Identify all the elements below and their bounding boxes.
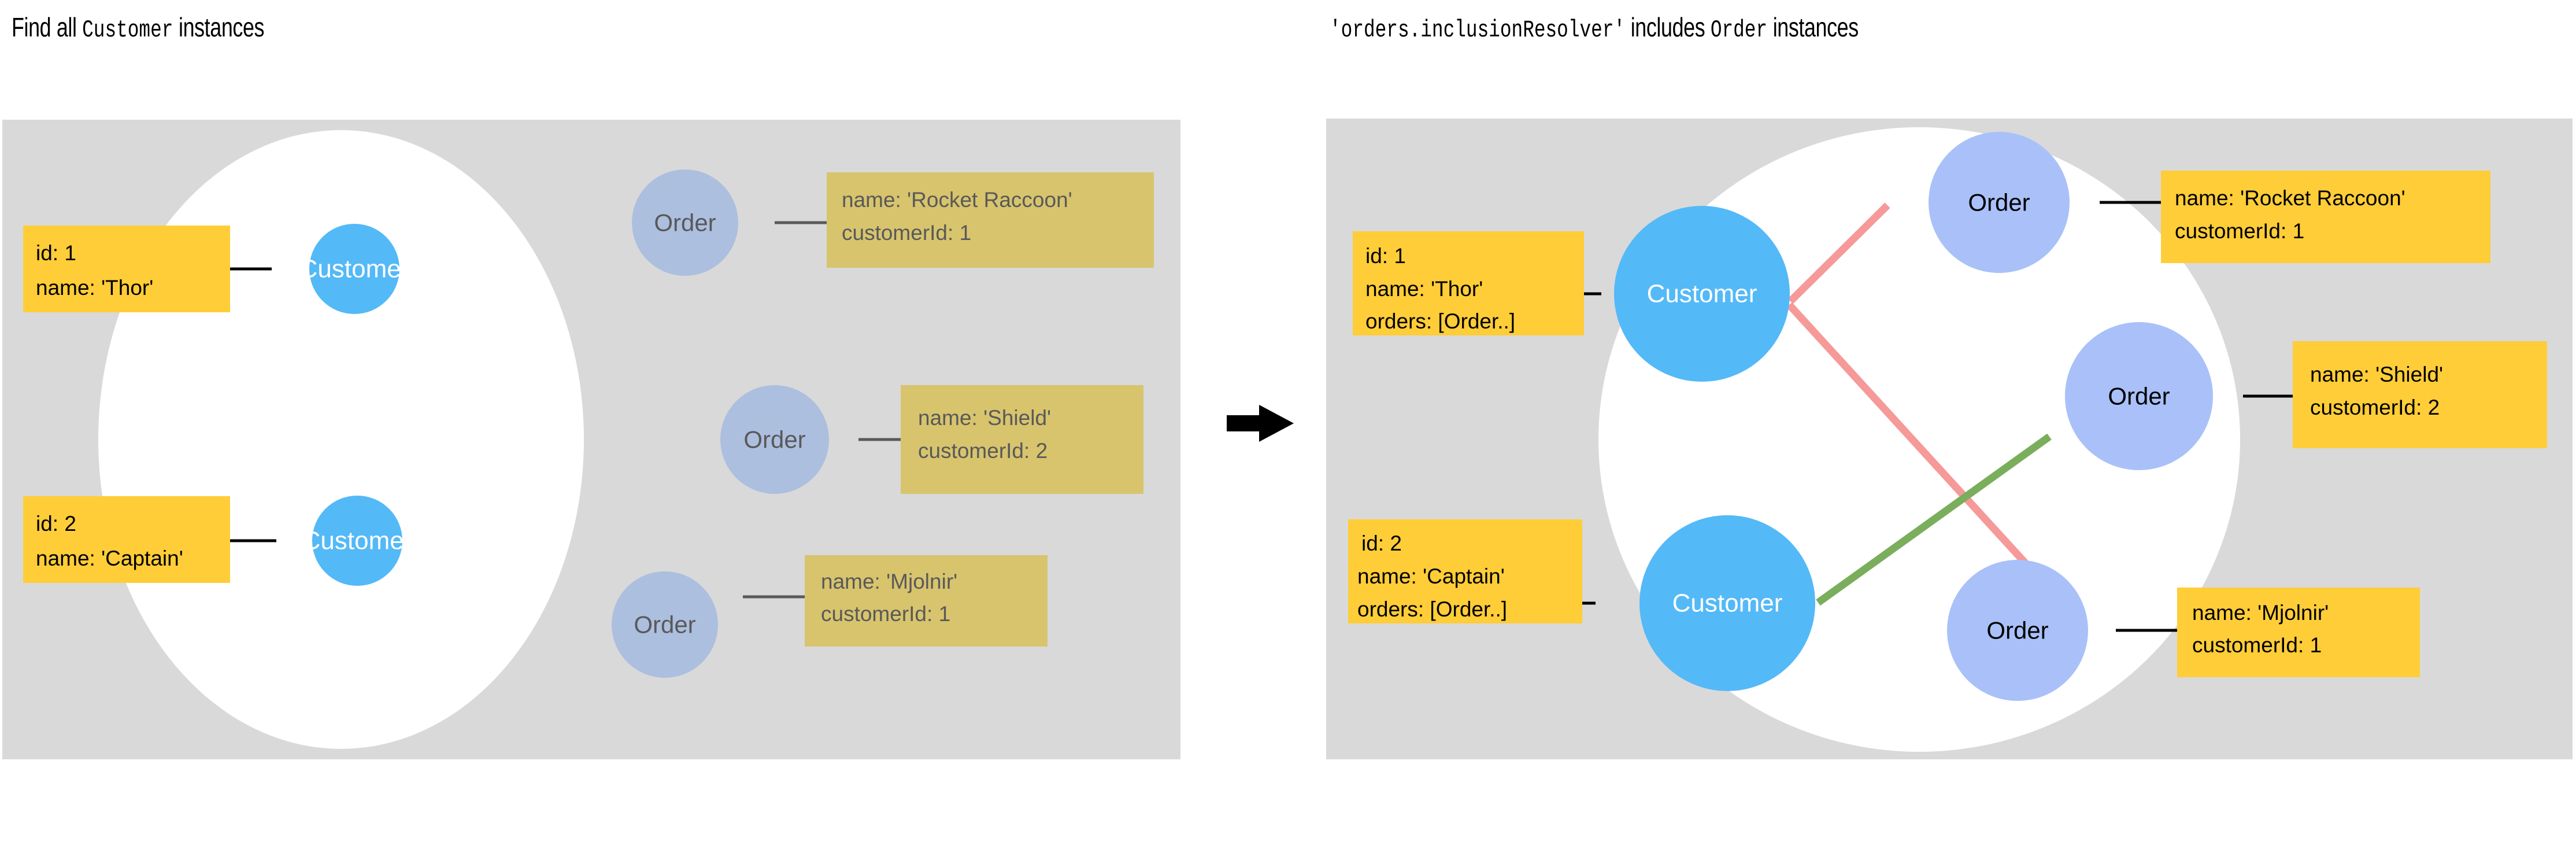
left-title-code: Customer: [82, 16, 173, 44]
right-order-box-2[interactable]: [2293, 341, 2547, 448]
relation-thor-to-rocket-raccoon: [1787, 202, 1890, 304]
right-customer-circle-label-2: Customer: [1672, 589, 1783, 618]
right-customer-box-1[interactable]: [1353, 231, 1584, 335]
left-order-box-1-line-1: name: 'Rocket Raccoon': [842, 188, 1072, 212]
right-customer-circle-1[interactable]: [1614, 206, 1790, 382]
right-order-box-3-line-1: name: 'Mjolnir': [2192, 601, 2329, 625]
right-customer-box-1-line-1: id: 1: [1365, 244, 1406, 268]
left-order-box-2-line-1: name: 'Shield': [918, 406, 1051, 430]
left-order-box-2-line-2: customerId: 2: [918, 439, 1048, 463]
right-order-box-2-line-1: name: 'Shield': [2310, 363, 2443, 386]
right-order-box-3-line-2: customerId: 1: [2192, 633, 2322, 657]
left-order-circle-label-3: Order: [634, 611, 695, 638]
left-customer-box-2-line-2: name: 'Captain': [36, 546, 183, 570]
left-order-box-3-line-1: name: 'Mjolnir': [821, 570, 957, 593]
left-customer-box-2[interactable]: [23, 496, 230, 583]
right-customer-box-2-line-1: id: 2: [1361, 531, 1402, 555]
right-title-code-1: 'orders.inclusionResolver': [1330, 16, 1626, 44]
right-customer-box-1-line-2: name: 'Thor': [1365, 277, 1483, 301]
right-order-circle-label-3: Order: [1986, 617, 2048, 644]
relation-captain-to-shield: [1816, 433, 2052, 606]
left-customer-circle-2[interactable]: [312, 496, 402, 586]
right-customer-box-1-line-3: orders: [Order..]: [1365, 309, 1515, 333]
left-order-box-3-line-2: customerId: 1: [821, 602, 950, 626]
right-order-circle-2[interactable]: [2065, 322, 2213, 470]
right-order-box-1-line-1: name: 'Rocket Raccoon': [2175, 186, 2405, 210]
right-customer-box-2[interactable]: [1348, 519, 1582, 623]
left-order-circle-3[interactable]: [612, 571, 718, 678]
left-customer-circle-label-1: Customer: [299, 255, 410, 283]
left-customer-circle-1[interactable]: [309, 224, 399, 314]
left-order-circle-label-2: Order: [743, 426, 805, 453]
left-customer-box-1-line-2: name: 'Thor': [36, 276, 153, 300]
right-customer-box-2-line-3: orders: [Order..]: [1357, 597, 1507, 621]
right-order-box-1[interactable]: [2161, 171, 2490, 263]
left-order-circle-1[interactable]: [632, 169, 738, 276]
left-title-prefix: Find all: [12, 12, 83, 42]
right-customer-circle-label-1: Customer: [1647, 280, 1757, 308]
right-title-code-2: Order: [1710, 16, 1768, 44]
right-order-box-2-line-2: customerId: 2: [2310, 396, 2440, 419]
left-customer-box-1-line-1: id: 1: [36, 241, 76, 265]
right-panel-title: 'orders.inclusionResolver' includes Orde…: [1330, 12, 1859, 44]
right-order-circle-1[interactable]: [1929, 132, 2070, 273]
right-customer-circle-2[interactable]: [1639, 515, 1815, 691]
left-order-circle-2[interactable]: [720, 385, 829, 494]
relation-thor-to-mjolnir: [1786, 302, 2058, 599]
right-order-circle-3[interactable]: [1947, 560, 2088, 701]
left-order-box-1[interactable]: [827, 172, 1154, 268]
right-order-box-1-line-2: customerId: 1: [2175, 219, 2304, 243]
right-order-box-3[interactable]: [2177, 588, 2420, 677]
left-customer-circle-label-2: Customer: [302, 527, 413, 555]
right-customer-box-2-line-2: name: 'Captain': [1357, 564, 1505, 588]
left-title-suffix: instances: [173, 12, 265, 42]
right-title-suffix: instances: [1767, 12, 1859, 42]
left-order-box-1-line-2: customerId: 1: [842, 221, 971, 245]
left-panel-title: Find all Customer instances: [12, 12, 264, 44]
right-order-circle-label-1: Order: [1968, 189, 2030, 216]
left-order-box-3[interactable]: [805, 555, 1048, 647]
right-order-circle-label-2: Order: [2108, 383, 2170, 410]
left-order-circle-label-1: Order: [654, 209, 716, 237]
left-order-box-2[interactable]: [901, 385, 1143, 494]
left-customer-box-1[interactable]: [23, 226, 230, 312]
right-arrow-icon: [1227, 405, 1294, 442]
left-customer-box-2-line-1: id: 2: [36, 512, 76, 536]
right-title-mid: includes: [1625, 12, 1711, 42]
